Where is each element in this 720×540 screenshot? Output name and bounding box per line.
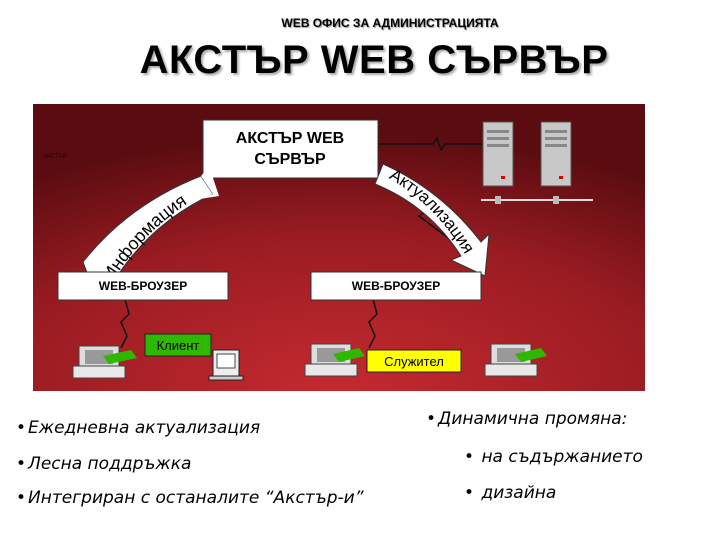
bullet-heading-dynamic: •Динамична промяна: bbox=[426, 409, 627, 430]
server-box-line1: АКСТЪР WEB bbox=[236, 130, 344, 147]
sub-bullet-content: • на съдържанието bbox=[464, 447, 643, 468]
workstation-icon-client bbox=[72, 345, 137, 379]
link-left-browser-client bbox=[120, 298, 130, 349]
bullet-dot: • bbox=[16, 488, 27, 508]
top-subtitle: WEB ОФИС ЗА АДМИНИСТРАЦИЯТА bbox=[281, 16, 499, 30]
browser-box-right bbox=[310, 271, 482, 301]
server-box-line2: СЪРВЪР bbox=[254, 151, 326, 168]
bullet-dot: • bbox=[464, 483, 475, 503]
sub-bullet-text: дизайна bbox=[481, 483, 557, 503]
bullet-dot: • bbox=[16, 418, 27, 438]
workstation-icon-employee-left bbox=[304, 343, 365, 377]
sub-bullet-design: • дизайна bbox=[464, 483, 556, 504]
bullet-item-daily-update: •Ежедневна актуализация bbox=[16, 418, 260, 439]
employee-label: Служител bbox=[384, 354, 444, 369]
server-icon bbox=[481, 121, 593, 204]
page-title: АКСТЪР WEB СЪРВЪР bbox=[139, 38, 609, 82]
corner-label: АКСТЪР bbox=[43, 154, 67, 160]
bullet-item-integrated: •Интегриран с останалите “Акстър-и” bbox=[16, 488, 396, 509]
computer-icon bbox=[208, 349, 244, 381]
workstation-icon-employee-right bbox=[484, 343, 547, 377]
bullet-text: Ежедневна актуализация bbox=[28, 418, 261, 438]
bullet-dot: • bbox=[464, 447, 475, 467]
bullet-item-easy-support: •Лесна поддръжка bbox=[16, 454, 191, 475]
employee-box bbox=[366, 349, 462, 373]
browser-box-left bbox=[57, 271, 229, 301]
bullet-heading-text: Динамична промяна: bbox=[438, 409, 628, 429]
bullet-text: Лесна поддръжка bbox=[28, 454, 192, 474]
browser-left-label: WEB-БРОУЗЕР bbox=[99, 279, 188, 293]
architecture-diagram: АКСТЪР АКСТЪР WEB СЪРВЪР Информация Акту… bbox=[33, 104, 645, 391]
bullet-dot: • bbox=[16, 454, 27, 474]
link-servers bbox=[378, 136, 483, 152]
sub-bullet-text: на съдържанието bbox=[481, 447, 643, 467]
bullet-dot: • bbox=[426, 409, 437, 429]
link-right-browser-employee bbox=[368, 298, 378, 349]
server-box bbox=[202, 119, 379, 179]
client-box bbox=[144, 333, 212, 357]
bullet-text: Интегриран с останалите “Акстър-и” bbox=[28, 488, 364, 508]
browser-right-label: WEB-БРОУЗЕР bbox=[352, 279, 441, 293]
client-label: Клиент bbox=[157, 338, 200, 353]
